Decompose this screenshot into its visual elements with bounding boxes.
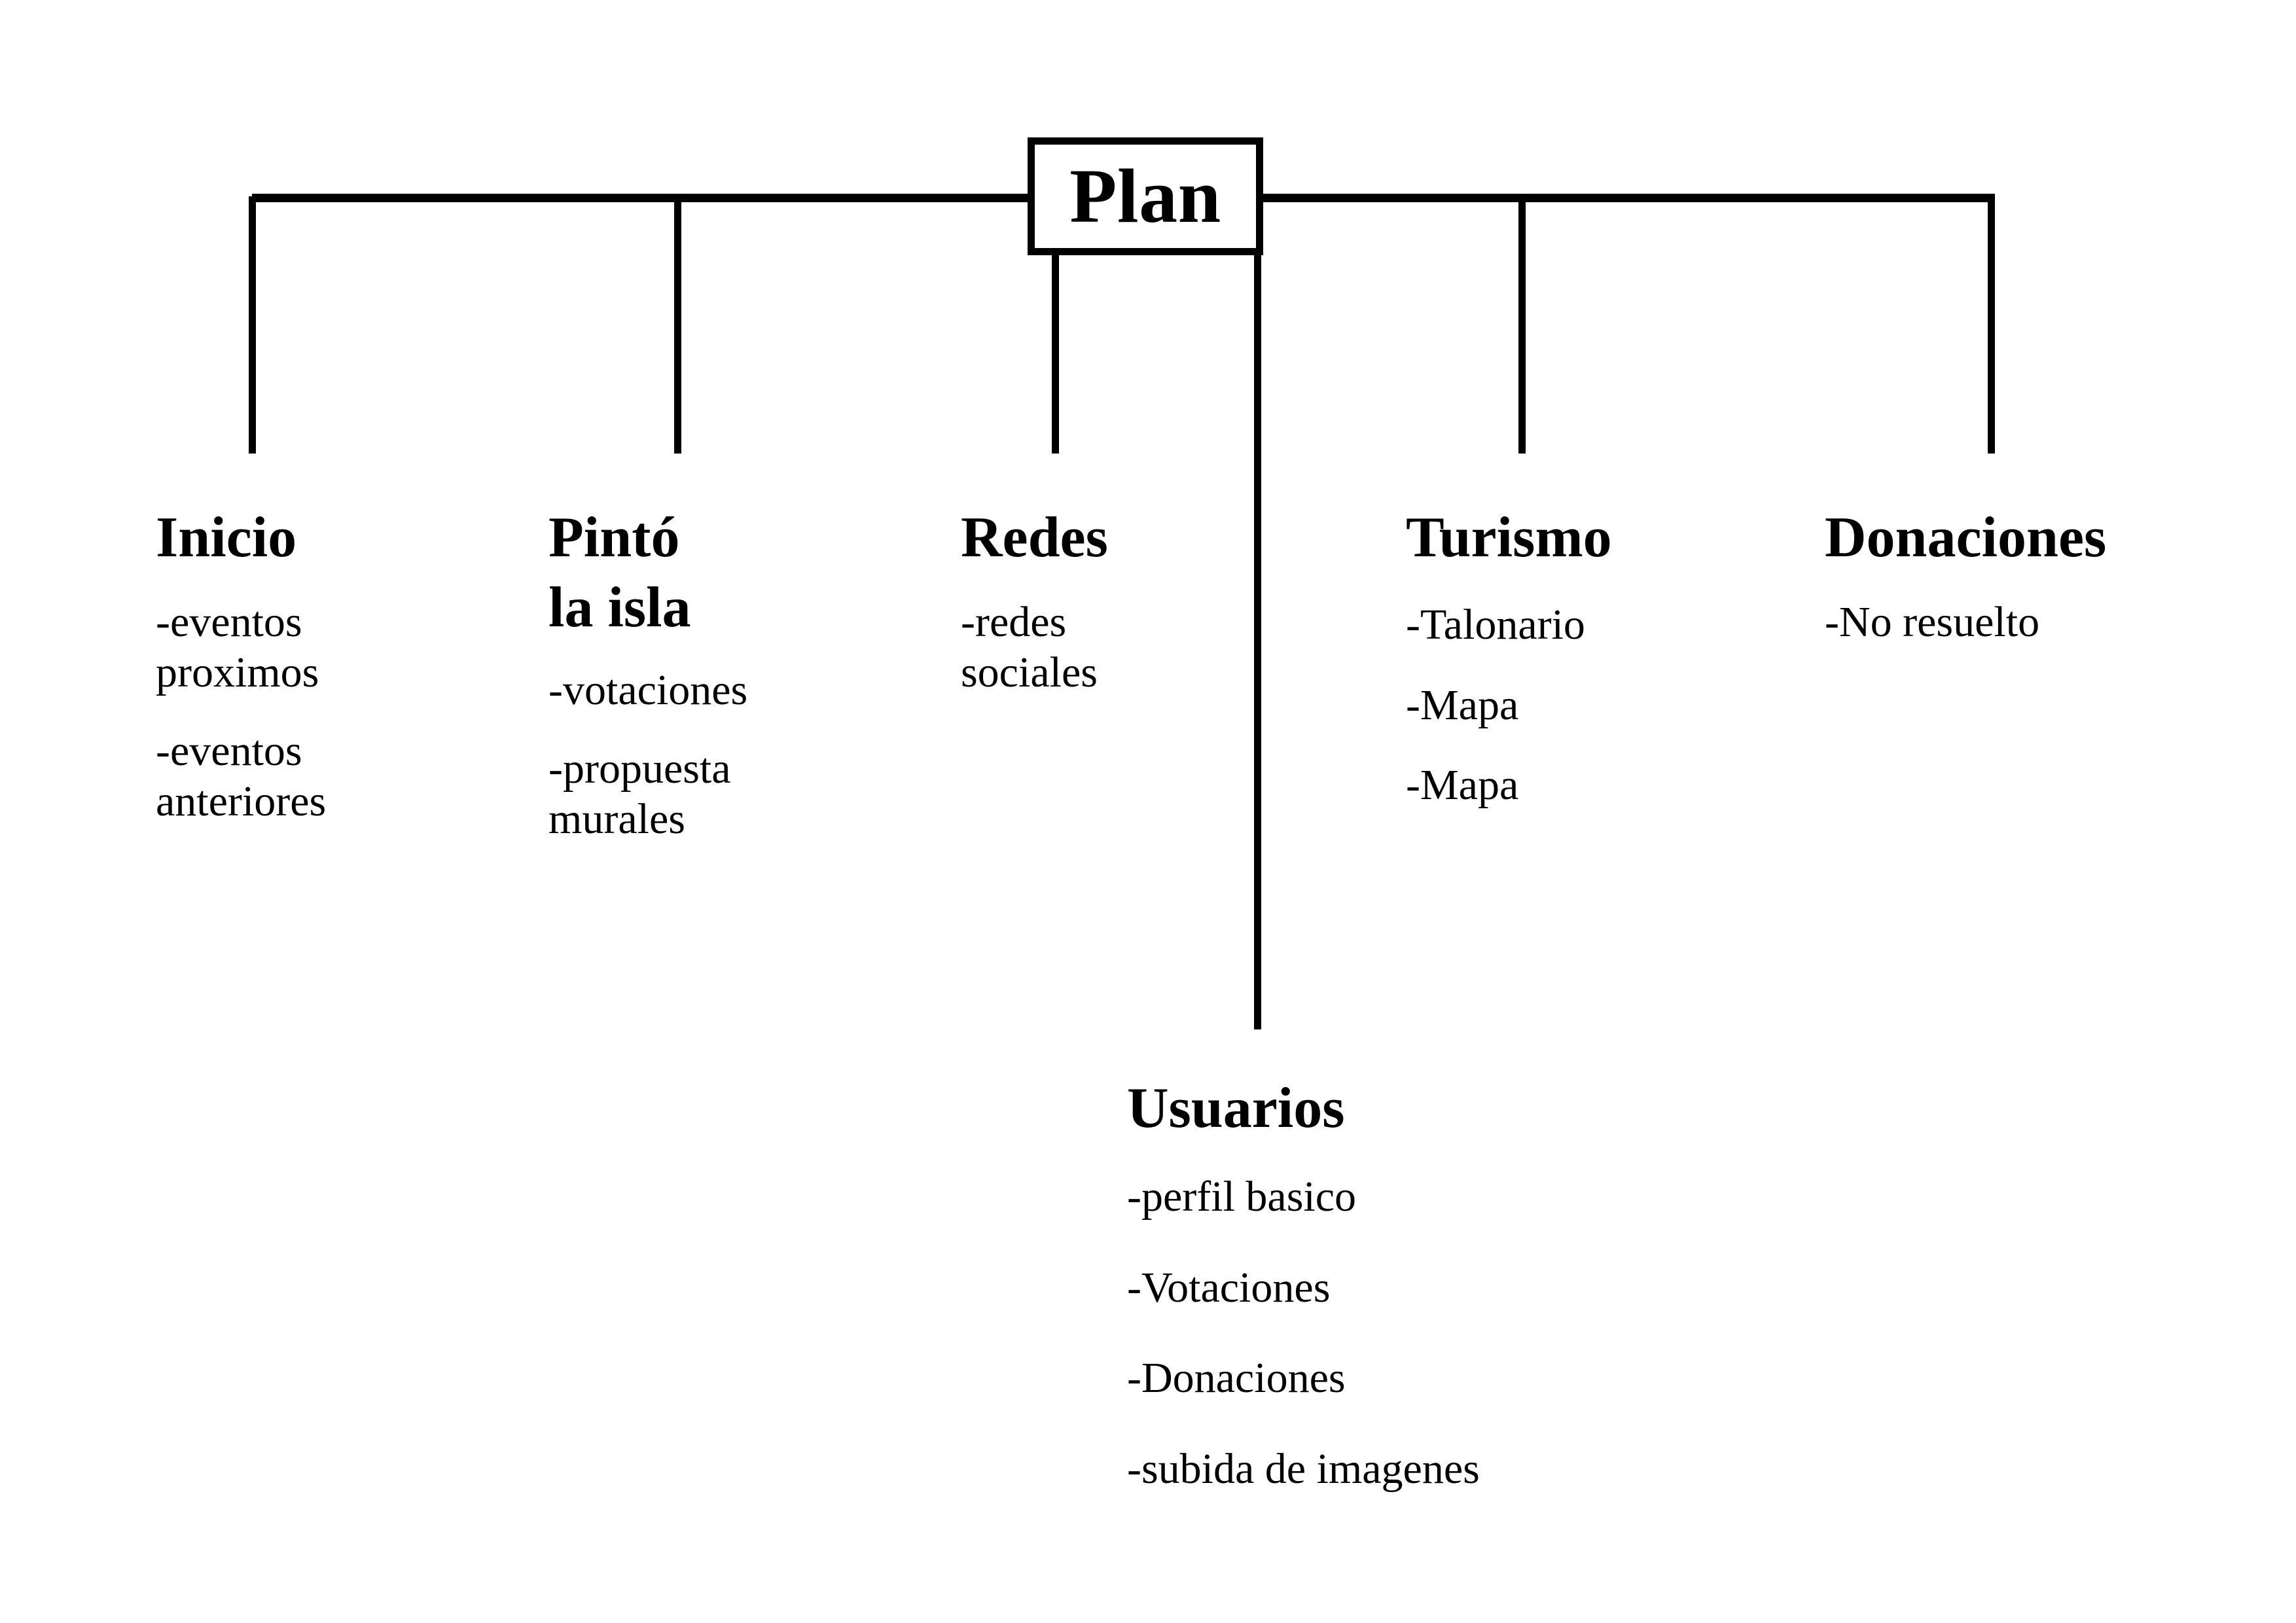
branch-title-donaciones: Donaciones (1825, 506, 2107, 569)
list-item: -Talonario (1406, 601, 1585, 649)
connector-horizontal-bus-right (1260, 194, 1995, 202)
list-item: -Votaciones (1127, 1263, 1331, 1311)
branch-title-turismo: Turismo (1406, 506, 1612, 569)
branch-pinto-la-isla: Pintó la isla -votaciones -propuesta mur… (548, 503, 830, 844)
connector-drop-donaciones (1988, 196, 1995, 454)
connector-drop-usuarios (1254, 252, 1261, 1029)
list-item: -Donaciones (1127, 1354, 1346, 1402)
list-item: -subida de imagenes (1127, 1445, 1480, 1493)
branch-item-list-donaciones: -No resuelto (1825, 597, 2231, 648)
list-item: -No resuelto (1825, 598, 2040, 647)
list-item: -propuesta murales (548, 745, 731, 843)
branch-title-usuarios: Usuarios (1127, 1077, 1345, 1140)
branch-item-list-turismo: -Talonario -Mapa -Mapa (1406, 600, 1707, 811)
root-node-plan: Plan (1028, 137, 1263, 255)
list-item: -perfil basico (1127, 1173, 1357, 1221)
branch-inicio: Inicio -eventos proximos -eventos anteri… (156, 503, 437, 827)
list-item: -votaciones (548, 666, 748, 714)
list-item: -Mapa (1406, 681, 1519, 729)
branch-item-list-redes: -redes sociales (961, 597, 1223, 698)
branch-donaciones: Donaciones -No resuelto (1825, 503, 2231, 648)
connector-drop-inicio (249, 196, 256, 454)
branch-redes: Redes -redes sociales (961, 503, 1223, 698)
branch-item-list-pinto-la-isla: -votaciones -propuesta murales (548, 666, 830, 845)
list-item: -eventos anteriores (156, 727, 327, 825)
branch-turismo: Turismo -Talonario -Mapa -Mapa (1406, 503, 1707, 811)
branch-title-pinto-la-isla: Pintó la isla (548, 506, 691, 640)
branch-title-redes: Redes (961, 506, 1108, 569)
branch-title-inicio: Inicio (156, 506, 297, 569)
root-node-label: Plan (1069, 153, 1221, 239)
branch-usuarios: Usuarios -perfil basico -Votaciones -Don… (1127, 1073, 1651, 1495)
connector-horizontal-bus-left (252, 194, 1031, 202)
list-item: -Mapa (1406, 761, 1519, 810)
connector-drop-turismo (1518, 196, 1526, 454)
connector-drop-redes (1052, 252, 1059, 454)
list-item: -eventos proximos (156, 598, 319, 696)
branch-item-list-inicio: -eventos proximos -eventos anteriores (156, 597, 437, 827)
connector-drop-pinto (674, 196, 681, 454)
branch-item-list-usuarios: -perfil basico -Votaciones -Donaciones -… (1127, 1172, 1651, 1494)
list-item: -redes sociales (961, 598, 1098, 696)
